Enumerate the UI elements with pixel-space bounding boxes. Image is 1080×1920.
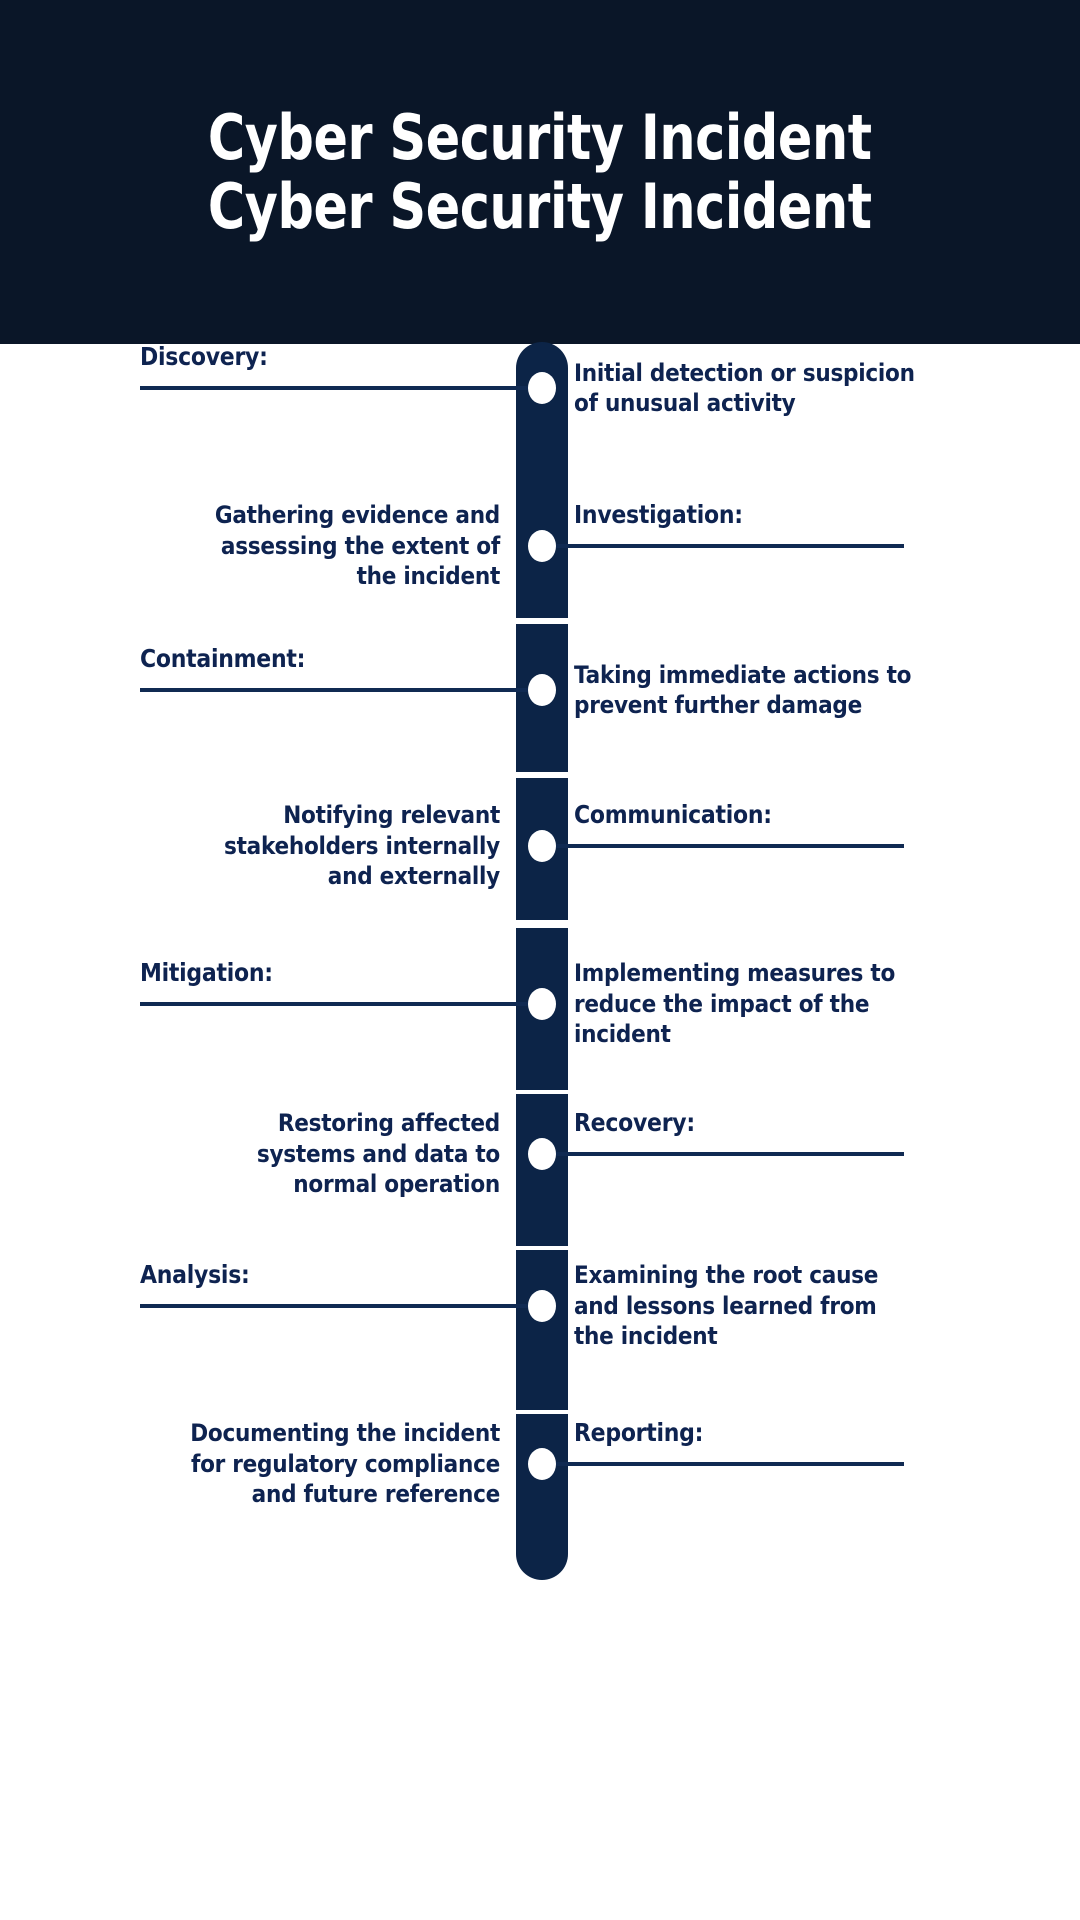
step-description: Documenting the incident for regulatory … [190,1419,500,1509]
step-label: Investigation: [574,500,743,529]
step-description: Gathering evidence and assessing the ext… [214,501,501,591]
step-description: Notifying relevant stakeholders internal… [223,801,501,891]
step-label: Discovery: [140,342,268,371]
step-label: Recovery: [574,1108,695,1137]
timeline-connector-rule [544,1152,904,1156]
timeline-connector-rule [140,688,540,692]
timeline-node-marker[interactable] [528,1138,556,1170]
timeline-connector-rule [544,544,904,548]
step-label: Communication: [574,800,772,829]
page-title-line-2: Cyber Security Incident [208,170,872,243]
timeline-segment [516,342,568,488]
timeline-segment [516,1094,568,1246]
timeline-connector-rule [544,1462,904,1466]
step-description: Examining the root cause and lessons lea… [574,1261,879,1351]
step-description: Initial detection or suspicion of unusua… [574,358,915,418]
header-banner: Cyber Security Incident Cyber Security I… [0,0,1080,344]
step-label: Analysis: [140,1260,250,1289]
timeline-connector-rule [140,1002,540,1006]
timeline-segment [516,1414,568,1580]
timeline-node-marker[interactable] [528,674,556,706]
timeline-node-marker[interactable] [528,830,556,862]
timeline-node-marker[interactable] [528,988,556,1020]
timeline-connector-rule [140,1304,540,1308]
step-description: Implementing measures to reduce the impa… [574,959,896,1049]
step-description: Restoring affected systems and data to n… [256,1109,500,1199]
timeline-node-marker[interactable] [528,1290,556,1322]
timeline-node-marker[interactable] [528,1448,556,1480]
step-label: Reporting: [574,1418,704,1447]
step-description: Taking immediate actions to prevent furt… [574,660,912,720]
timeline-node-marker[interactable] [528,372,556,404]
timeline-connector-rule [544,844,904,848]
timeline-connector-rule [140,386,540,390]
step-label: Containment: [140,644,306,673]
step-label: Mitigation: [140,958,273,987]
timeline: Discovery: Initial detection or suspicion… [0,342,1080,1920]
timeline-node-marker[interactable] [528,530,556,562]
timeline-segment [516,1250,568,1410]
page-title-line-1: Cyber Security Incident [208,100,872,174]
